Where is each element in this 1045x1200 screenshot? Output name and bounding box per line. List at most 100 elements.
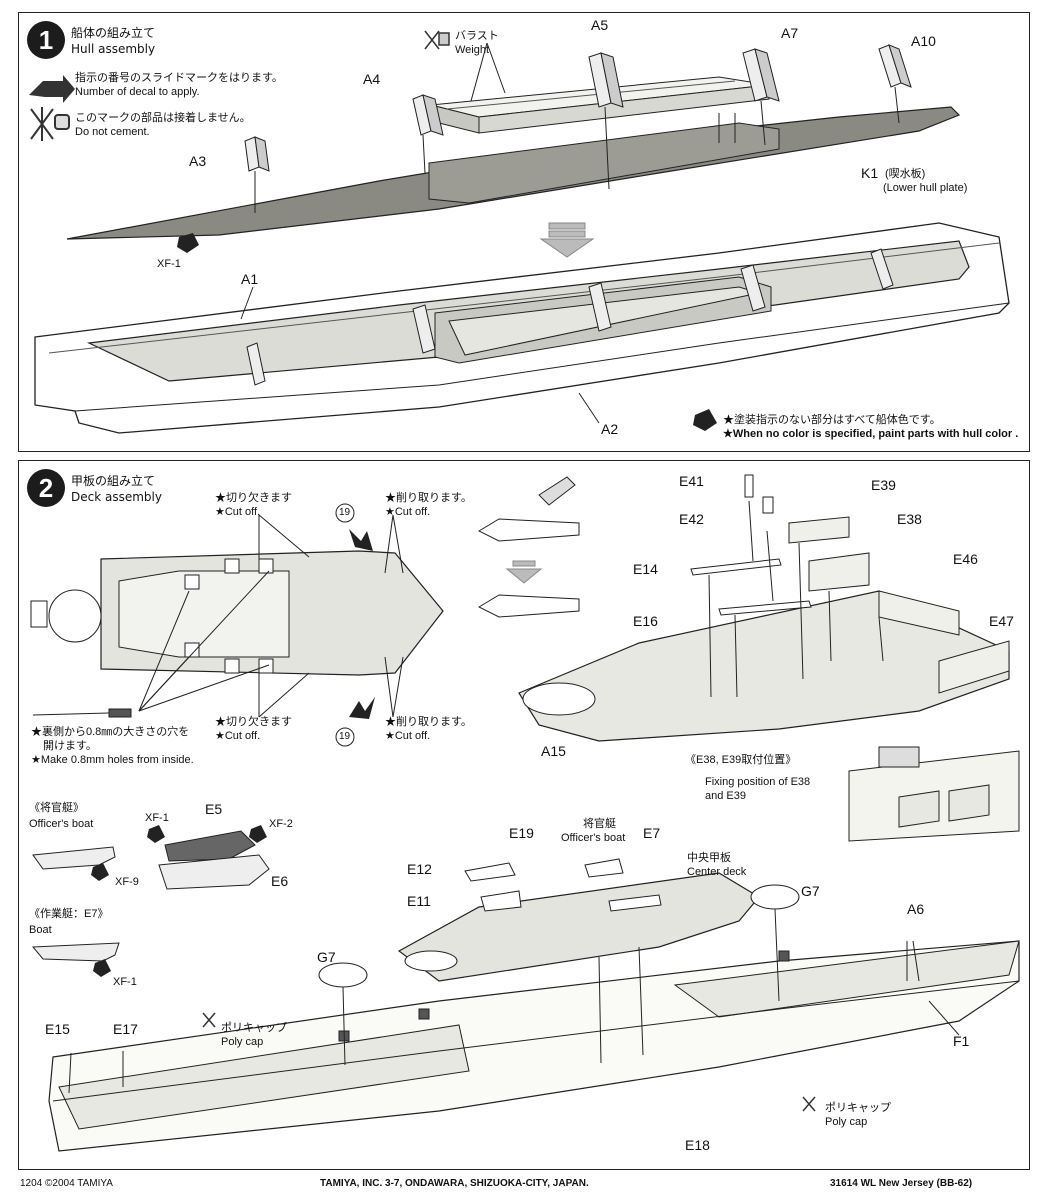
step1-diagram: [29, 30, 1010, 434]
detail-down-arrow-icon: [505, 560, 543, 584]
polycap-right-en: Poly cap: [825, 1116, 868, 1128]
part-a3: A3: [189, 153, 207, 169]
officer-boat-side: [32, 846, 116, 870]
polycap-right-jp: ポリキャップ: [825, 1102, 891, 1114]
step2-title-en: Deck assembly: [71, 490, 162, 504]
weight-label-jp: バラスト: [455, 30, 499, 42]
do-not-cement-icon: [30, 107, 70, 141]
turret-barbette-a15: [522, 682, 596, 716]
paint-xf1-icon: [177, 233, 199, 253]
drill-icon: [32, 708, 132, 718]
part-g7-aft: G7: [317, 949, 336, 965]
paint-xf2-e5: XF-2: [269, 818, 293, 830]
part-g7-forward: G7: [801, 883, 820, 899]
nocement-note-jp: このマークの部品は接着しません。: [75, 112, 251, 124]
fixing-position-en2: and E39: [705, 790, 746, 802]
part-e38: E38: [897, 511, 922, 527]
hull-deck-edge: [48, 242, 1000, 354]
part-e47: E47: [989, 613, 1014, 629]
turret-g7-forward: [750, 884, 800, 910]
remove-bottom-jp: ★削り取ります。: [385, 716, 472, 728]
part-a1: A1: [241, 271, 259, 287]
weight-label-en: Weight: [455, 44, 490, 56]
part-f1: F1: [953, 1033, 970, 1049]
step2-title-jp: 甲板の組み立て: [71, 474, 156, 488]
part-e42: E42: [679, 511, 704, 527]
step1-title: 船体の組み立て Hull assembly: [71, 25, 155, 57]
paint-xf1-e5-icon: [147, 825, 165, 843]
fixing-position-en1: Fixing position of E38: [705, 776, 811, 788]
part-e12: E12: [407, 861, 432, 877]
part-e46: E46: [953, 551, 978, 567]
holes-note-en: ★Make 0.8mm holes from inside.: [31, 754, 194, 766]
fixing-position-jp: 《E38, E39取付位置》: [685, 754, 797, 766]
weight-recess: [428, 122, 780, 204]
part-e7: E7: [643, 825, 661, 841]
deck-stern-tab: [30, 600, 48, 628]
decal-note-jp: 指示の番号のスライドマークをはります。: [75, 72, 283, 84]
hull-a2-lower: [74, 302, 1010, 412]
part-a10: A10: [911, 33, 936, 49]
officer-boat2-en: Officer's boat: [561, 832, 626, 844]
decal-arrow-bottom-icon: [349, 697, 375, 719]
part-a15: A15: [541, 743, 566, 759]
fixing-position-inset: [848, 746, 1020, 842]
paint-xf2-e5-icon: [249, 825, 267, 843]
officer-boat2-jp: 将官艇: [583, 818, 616, 830]
part-e39-e38-shapes: [788, 516, 870, 592]
part-a6: A6: [907, 901, 925, 917]
bulkhead-a10: [878, 44, 912, 88]
deck-callout-leaders: [138, 514, 404, 718]
part-e17: E17: [113, 1021, 138, 1037]
turret-barbette-center: [404, 950, 458, 972]
main-deck-forward: [58, 1024, 470, 1130]
cradle-e6: [158, 854, 270, 890]
polycap-left-en: Poly cap: [221, 1036, 264, 1048]
work-boat-en: Boat: [29, 924, 52, 936]
bulkhead-a5: [588, 52, 624, 108]
holes-note-jp2: 開けます。: [43, 740, 97, 752]
center-deck-en: Center deck: [687, 866, 747, 878]
work-boat-jp: 《作業艇：E7》: [29, 908, 109, 920]
mast-e42: [762, 496, 774, 514]
cutoff-bottom-jp: ★切り欠きます: [215, 716, 292, 728]
remove-bottom-en: ★Cut off.: [385, 730, 431, 742]
mast-e41: [744, 474, 754, 498]
paint-xf9: XF-9: [115, 876, 139, 888]
decal-arrow-top-icon: [349, 529, 373, 551]
cutoff-top-en: ★Cut off.: [215, 506, 261, 518]
deck-e-assembly: [518, 590, 1010, 742]
cutoff-bottom-en: ★Cut off.: [215, 730, 261, 742]
assembly-leaders-1: [254, 42, 900, 213]
boat-parts-e11-e12: [464, 858, 662, 912]
polycap-left-jp: ポリキャップ: [221, 1022, 287, 1034]
step2-panel: 2 甲板の組み立て Deck assembly: [18, 460, 1030, 1170]
center-deck-jp: 中央甲板: [687, 852, 731, 864]
main-deck-aft: [673, 940, 1020, 1018]
remove-top-jp: ★削り取ります。: [385, 492, 472, 504]
paint-xf1-boat: XF-1: [113, 976, 137, 988]
turret-g7-aft: [318, 962, 368, 988]
bulkhead-a3: [244, 136, 270, 172]
decal-19-bottom-label: 19: [339, 731, 351, 742]
footer-right: 31614 WL New Jersey (BB-62): [830, 1178, 973, 1189]
step1-title-jp: 船体の組み立て: [71, 26, 156, 40]
deck-superstructure-outline: [118, 570, 290, 658]
boat-e5: [164, 830, 256, 862]
paint-xf1-boat-icon: [93, 959, 111, 977]
part-e14-e16-shapes: [690, 558, 812, 616]
footer-center: TAMIYA, INC. 3-7, ONDAWARA, SHIZUOKA-CIT…: [320, 1178, 589, 1189]
part-a2: A2: [601, 421, 619, 437]
part-e19: E19: [509, 825, 534, 841]
step1-title-en: Hull assembly: [71, 42, 156, 56]
paint-xf1-e5: XF-1: [145, 812, 169, 824]
officer-boat-en: Officer's boat: [29, 818, 94, 830]
paint-xf1: XF-1: [157, 258, 181, 270]
hull-color-icon: [693, 409, 717, 431]
step2-number: 2: [27, 469, 65, 507]
step2-diagram: [30, 474, 1020, 1152]
part-e6: E6: [271, 873, 289, 889]
cutoff-top-jp: ★切り欠きます: [215, 492, 292, 504]
part-k1: K1: [861, 165, 879, 181]
holes-note-jp1: ★裏側から0.8㎜の大きさの穴を: [31, 726, 190, 738]
